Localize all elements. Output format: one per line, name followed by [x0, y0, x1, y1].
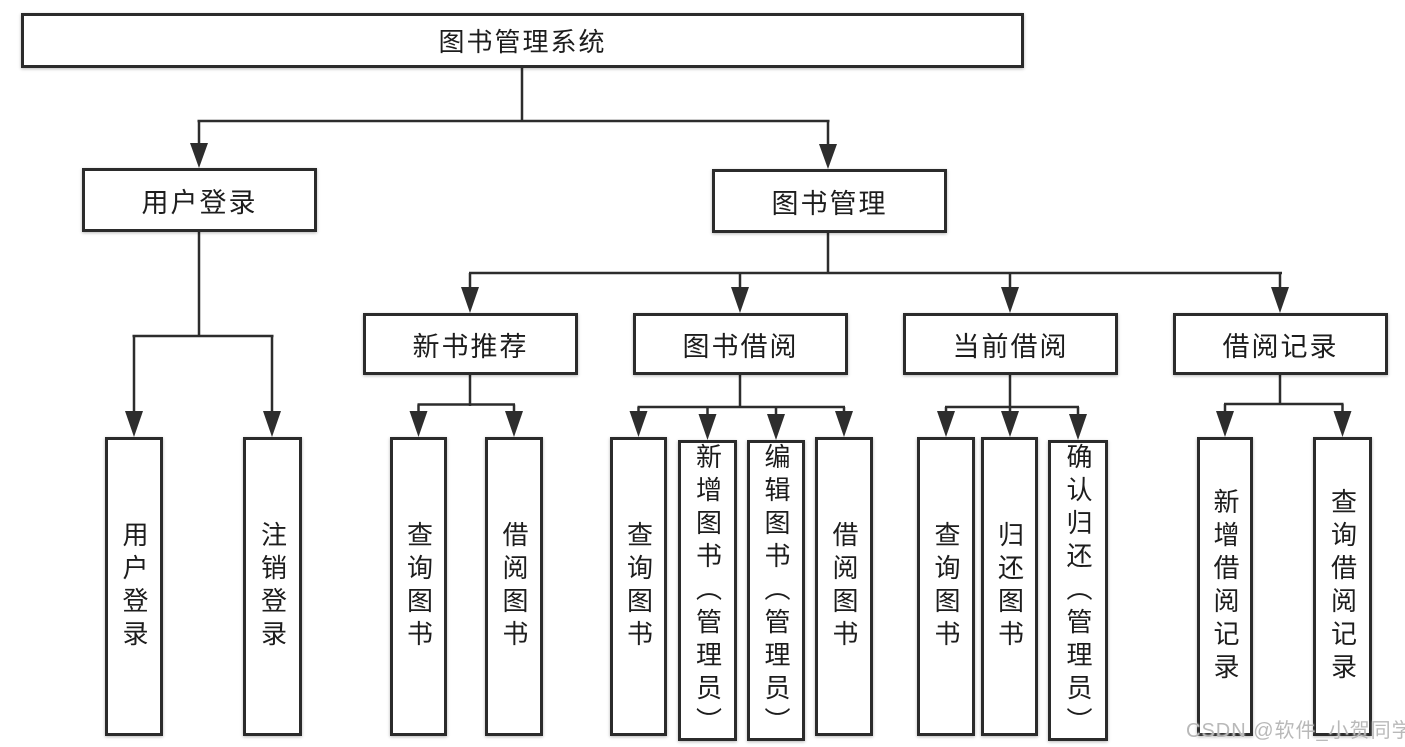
connector-user-login-branch — [125, 232, 281, 437]
node-label: 用户登录 — [119, 520, 149, 653]
leaf-add-borrow-record: 新增借阅记录 — [1197, 437, 1253, 736]
leaf-borrow-books-recommend: 借阅图书 — [485, 437, 543, 736]
connector-borrow-record-branch — [1216, 375, 1352, 437]
node-label: 确认归还（管理员） — [1063, 443, 1093, 740]
connector-book-management-branch — [461, 233, 1289, 313]
node-label: 查询图书 — [623, 520, 654, 653]
leaf-add-books-admin: 新增图书（管理员） — [678, 440, 737, 741]
connector-root-to-level2 — [190, 68, 837, 169]
leaf-user-login: 用户登录 — [105, 437, 163, 736]
node-label: 查询图书 — [931, 520, 961, 653]
node-label: 当前借阅 — [952, 331, 1069, 362]
leaf-query-books-recommend: 查询图书 — [390, 437, 447, 736]
node-label: 借阅图书 — [499, 520, 529, 653]
node-label: 查询借阅记录 — [1327, 487, 1358, 686]
node-label: 查询图书 — [403, 520, 434, 653]
node-label: 借阅图书 — [829, 520, 859, 653]
node-label: 注销登录 — [257, 520, 288, 653]
node-label: 归还图书 — [994, 520, 1025, 653]
leaf-borrow-books: 借阅图书 — [815, 437, 873, 736]
connector-current-borrow-branch — [937, 375, 1087, 440]
node-label: 借阅记录 — [1222, 331, 1339, 362]
node-label: 新增图书（管理员） — [692, 443, 723, 740]
node-label: 图书借阅 — [682, 331, 799, 362]
connector-book-borrow-branch — [629, 375, 853, 440]
node-user-login: 用户登录 — [82, 168, 317, 232]
leaf-query-books-current: 查询图书 — [917, 437, 975, 736]
leaf-confirm-return-admin: 确认归还（管理员） — [1048, 440, 1108, 741]
node-book-borrowing: 图书借阅 — [633, 313, 848, 375]
node-borrowing-records: 借阅记录 — [1173, 313, 1388, 375]
node-label: 新书推荐 — [412, 331, 529, 362]
node-label: 图书管理系统 — [438, 27, 607, 57]
node-label: 编辑图书（管理员） — [761, 443, 791, 740]
watermark: CSDN @软件_小贺同学 — [1186, 720, 1405, 742]
node-current-borrowing: 当前借阅 — [903, 313, 1118, 375]
node-label: 图书管理 — [771, 188, 888, 219]
node-book-management: 图书管理 — [712, 169, 947, 233]
leaf-return-books: 归还图书 — [981, 437, 1038, 736]
node-root: 图书管理系统 — [21, 13, 1024, 68]
node-new-book-recommend: 新书推荐 — [363, 313, 578, 375]
leaf-query-borrow-record: 查询借阅记录 — [1313, 437, 1372, 736]
leaf-edit-books-admin: 编辑图书（管理员） — [747, 440, 805, 741]
node-label: 用户登录 — [141, 187, 258, 218]
connector-new-book-branch — [409, 375, 523, 437]
node-label: 新增借阅记录 — [1210, 487, 1240, 686]
leaf-query-books-borrow: 查询图书 — [610, 437, 667, 736]
leaf-logout: 注销登录 — [243, 437, 302, 736]
